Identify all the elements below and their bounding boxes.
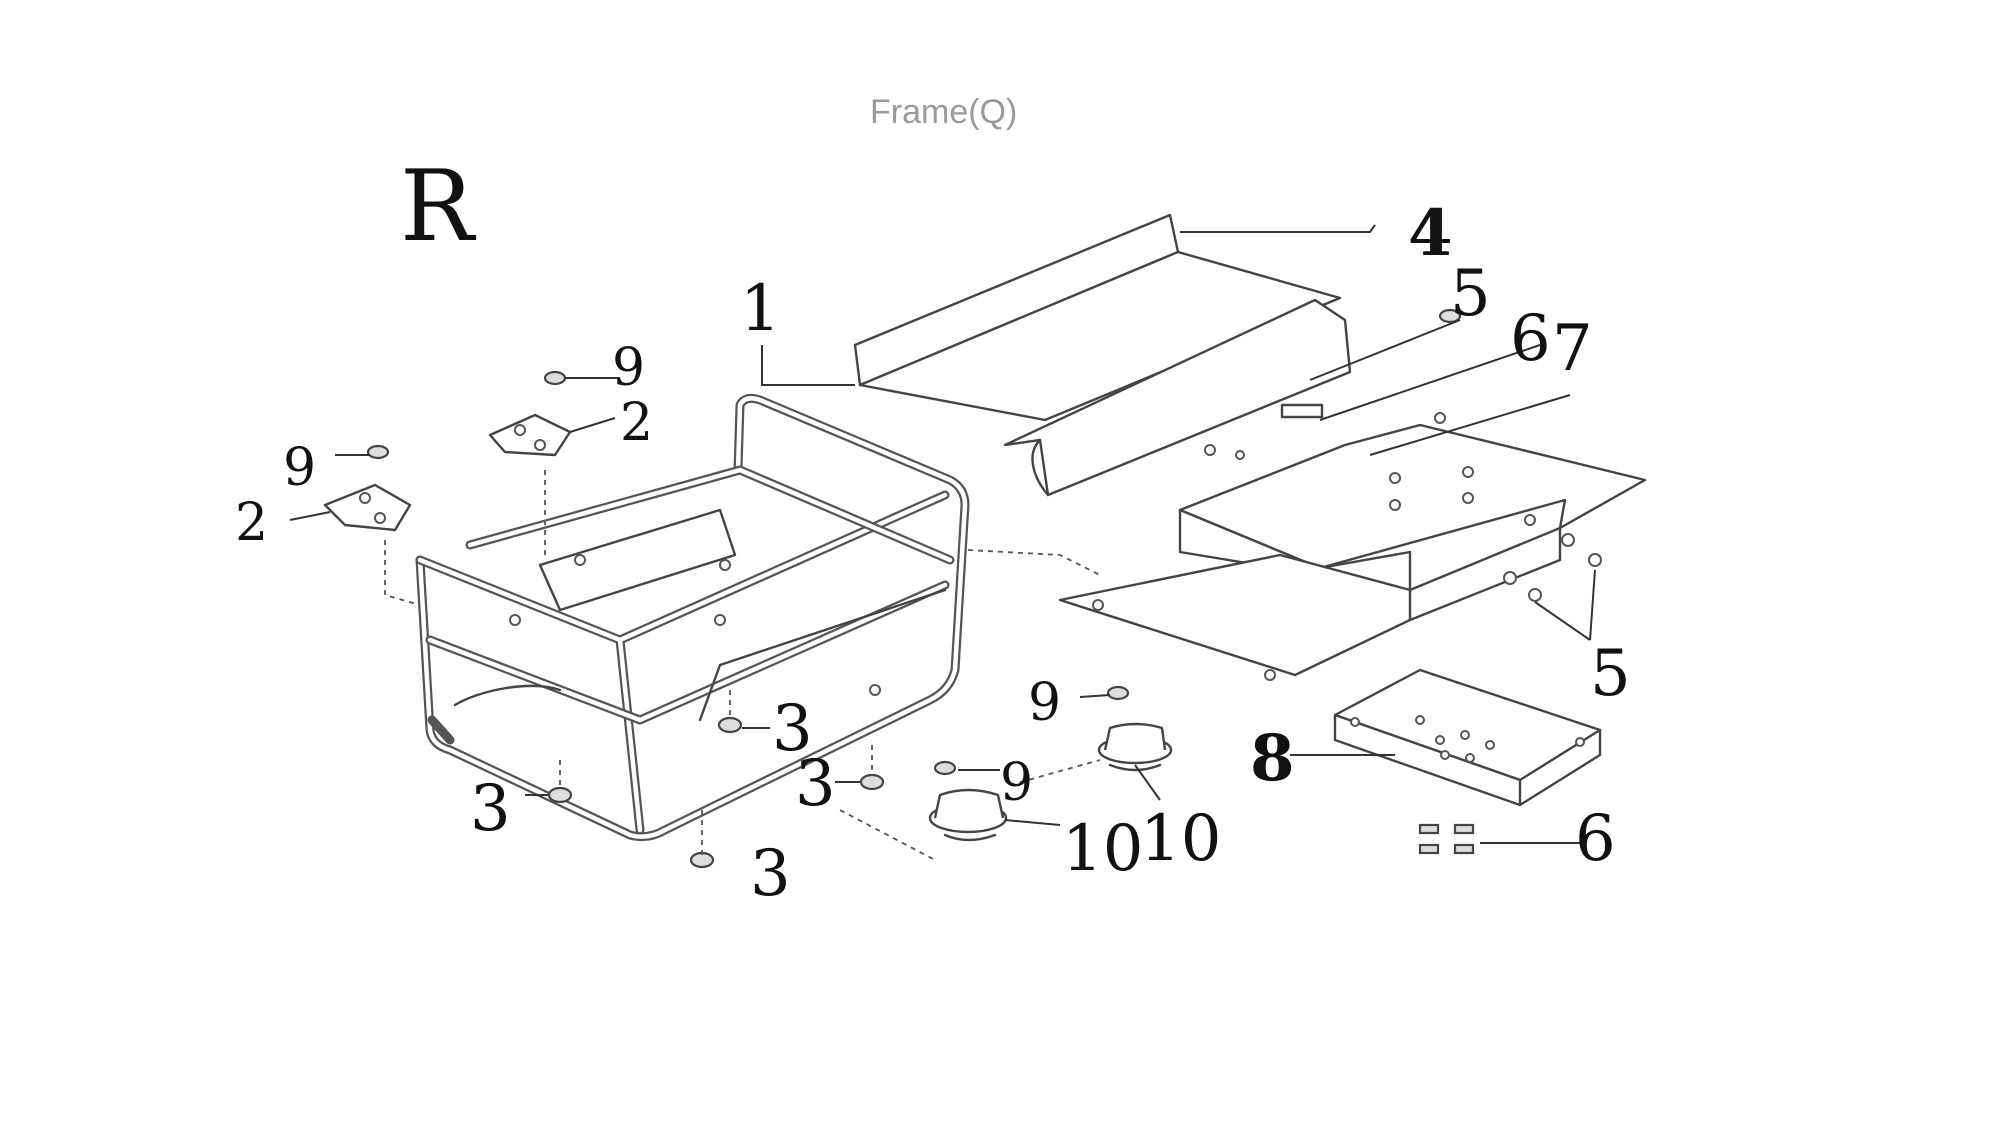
callout-9-a: 9 (283, 438, 316, 498)
leader-2-a (289, 511, 331, 521)
leader-1 (761, 345, 855, 386)
callout-2-a: 2 (235, 493, 268, 553)
bracket-part (1333, 668, 1602, 807)
leader-5-top (1309, 319, 1461, 381)
assembly-line (967, 549, 1101, 576)
nut-3-b (859, 773, 885, 791)
nut-3-c (547, 786, 573, 804)
assembly-line (839, 809, 936, 861)
callout-10-a: 10 (1062, 812, 1143, 886)
callout-1: 1 (740, 272, 781, 346)
diagram-title: Frame(Q) (870, 93, 1017, 131)
callout-7: 7 (1552, 312, 1593, 386)
vibration-mount-a (928, 788, 1008, 842)
nut-9-d (933, 760, 957, 776)
nut-3-d (689, 851, 715, 869)
base-plate-part (1058, 403, 1647, 681)
top-cover-part (853, 213, 1352, 497)
callout-9-b: 9 (612, 338, 645, 398)
tube-frame-part (415, 393, 970, 842)
nut-9-b (543, 370, 567, 386)
nut-9-c (1106, 685, 1130, 701)
callout-3-b: 3 (795, 747, 836, 821)
callout-2-b: 2 (620, 393, 653, 453)
callout-5-top: 5 (1450, 257, 1491, 331)
callout-8: 8 (1250, 721, 1295, 796)
view-letter: R (400, 150, 477, 264)
callout-6-top: 6 (1510, 302, 1551, 376)
leader-2-b (569, 417, 616, 433)
assembly-line (384, 540, 421, 606)
leader-6-top (1319, 344, 1541, 421)
callout-3-c: 3 (470, 772, 511, 846)
nut-6-pair (1418, 823, 1475, 855)
leader-9-c (1079, 694, 1111, 698)
callout-4: 4 (1408, 196, 1453, 271)
leader-10-a (1004, 819, 1061, 826)
mount-plate-left (323, 483, 412, 532)
callout-10-b: 10 (1140, 802, 1221, 876)
leader-5-bottom (1534, 569, 1596, 641)
nut-3-a (717, 716, 743, 734)
leader-7 (1369, 394, 1571, 456)
leader-4 (1180, 224, 1376, 233)
leader-10-b (1134, 764, 1161, 801)
nut-9-a (366, 444, 390, 460)
nut-5-a (1438, 308, 1462, 324)
nut-5-group (1503, 533, 1602, 602)
callout-9-c: 9 (1028, 673, 1061, 733)
callout-3-a: 3 (772, 692, 813, 766)
callout-9-d: 9 (1000, 753, 1033, 813)
callout-6-bottom: 6 (1575, 802, 1616, 876)
callout-3-d: 3 (750, 837, 791, 911)
callout-5-bottom: 5 (1590, 637, 1631, 711)
vibration-mount-b (1097, 722, 1173, 772)
mount-plate-right (488, 413, 572, 457)
